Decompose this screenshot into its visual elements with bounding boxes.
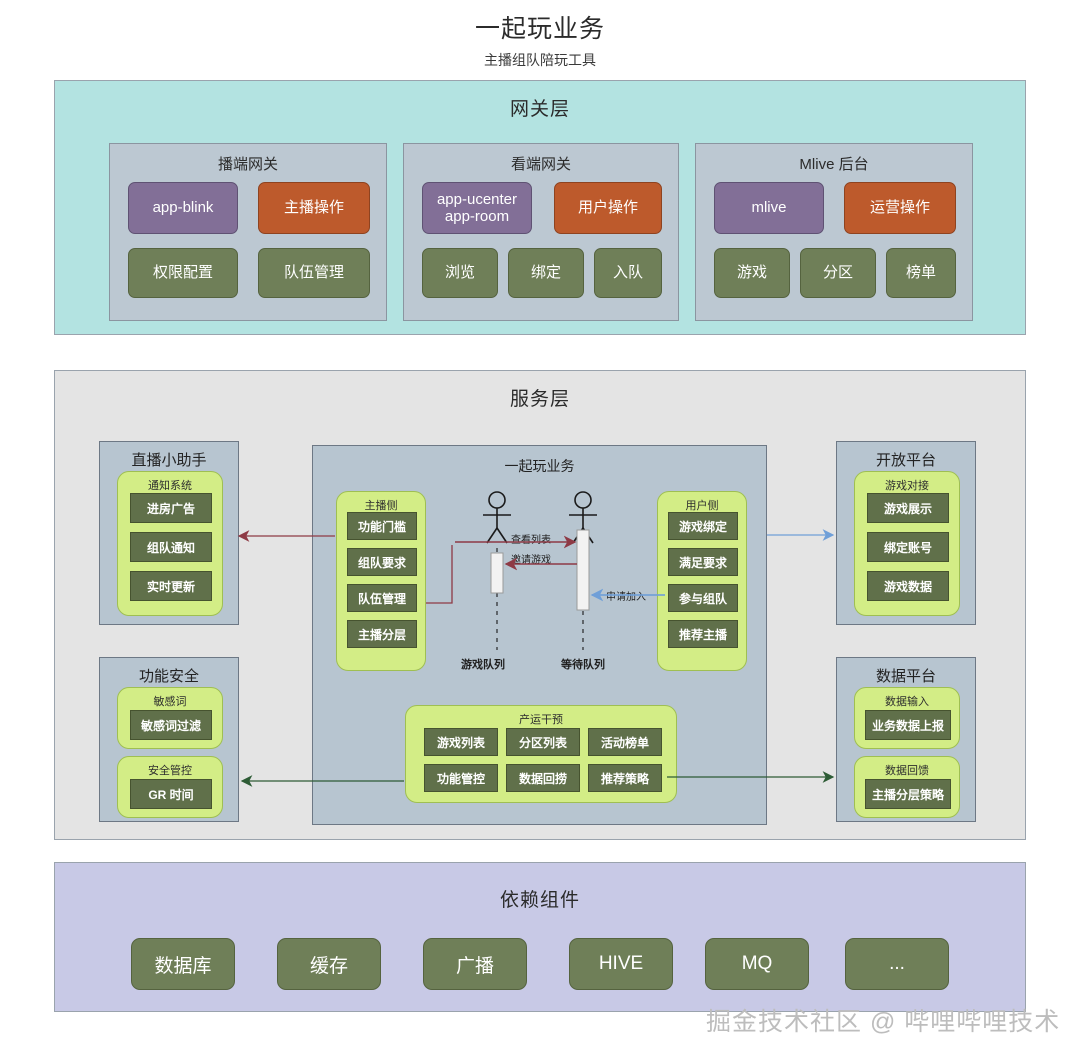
panel-data-platform: 数据平台 数据输入 业务数据上报 数据回馈 主播分层策略	[836, 657, 976, 822]
group-title: 产运干预	[519, 714, 563, 726]
leaf-team-notice[interactable]: 组队通知	[130, 532, 212, 562]
chip-app-ucenter-room[interactable]: app-ucenter app-room	[422, 182, 532, 234]
group-title: 数据回馈	[885, 765, 929, 777]
dep-chip-hive[interactable]: HIVE	[569, 938, 673, 990]
gateway-layer: 网关层 播端网关 app-blink 主播操作 权限配置 队伍管理 看端网关 a…	[54, 80, 1026, 335]
gateway-group-broadcaster: 播端网关 app-blink 主播操作 权限配置 队伍管理	[109, 143, 387, 321]
panel-live-assistant: 直播小助手 通知系统 进房广告 组队通知 实时更新	[99, 441, 239, 625]
sequence-actor-label-wait-queue: 等待队列	[561, 659, 605, 671]
watermark: 掘金技术社区 @ 哔哩哔哩技术	[706, 1008, 1061, 1036]
group-anchor-side: 主播侧 功能门槛 组队要求 队伍管理 主播分层	[336, 491, 426, 671]
panel-title: 开放平台	[875, 452, 936, 469]
dep-chip-broadcast[interactable]: 广播	[423, 938, 527, 990]
leaf-realtime-update[interactable]: 实时更新	[130, 571, 212, 601]
chip-anchor-ops[interactable]: 主播操作	[258, 182, 370, 234]
leaf-feature-threshold[interactable]: 功能门槛	[347, 512, 417, 540]
leaf-game-list[interactable]: 游戏列表	[424, 728, 498, 756]
gateway-group-title: Mlive 后台	[799, 156, 869, 173]
dependency-layer-title: 依赖组件	[499, 890, 580, 911]
chip-user-ops[interactable]: 用户操作	[554, 182, 662, 234]
chip-app-blink[interactable]: app-blink	[128, 182, 238, 234]
leaf-sensitive-word-filter[interactable]: 敏感词过滤	[130, 710, 212, 740]
dep-chip-cache[interactable]: 缓存	[277, 938, 381, 990]
sequence-message-invite-game: 邀请游戏	[511, 555, 551, 566]
dep-chip-database[interactable]: 数据库	[131, 938, 235, 990]
chip-operation-ops[interactable]: 运营操作	[844, 182, 956, 234]
leaf-anchor-tier-strategy[interactable]: 主播分层策略	[865, 779, 951, 809]
leaf-activity-rank[interactable]: 活动榜单	[588, 728, 662, 756]
leaf-enter-room-ad[interactable]: 进房广告	[130, 493, 212, 523]
leaf-anchor-tiering[interactable]: 主播分层	[347, 620, 417, 648]
leaf-game-binding[interactable]: 游戏绑定	[668, 512, 738, 540]
sequence-message-view-list: 查看列表	[511, 535, 551, 546]
chip-bind[interactable]: 绑定	[508, 248, 584, 298]
leaf-partition-list[interactable]: 分区列表	[506, 728, 580, 756]
group-title: 主播侧	[364, 500, 398, 512]
leaf-recommend-anchor[interactable]: 推荐主播	[668, 620, 738, 648]
group-data-input: 数据输入 业务数据上报	[854, 687, 960, 749]
gateway-group-viewer: 看端网关 app-ucenter app-room 用户操作 浏览 绑定 入队	[403, 143, 679, 321]
leaf-meet-requirement[interactable]: 满足要求	[668, 548, 738, 576]
group-user-side: 用户侧 游戏绑定 满足要求 参与组队 推荐主播	[657, 491, 747, 671]
leaf-recommend-strategy[interactable]: 推荐策略	[588, 764, 662, 792]
group-data-feedback: 数据回馈 主播分层策略	[854, 756, 960, 818]
dep-chip-more[interactable]: ...	[845, 938, 949, 990]
leaf-game-display[interactable]: 游戏展示	[867, 493, 949, 523]
gateway-group-mlive: Mlive 后台 mlive 运营操作 游戏 分区 榜单	[695, 143, 973, 321]
group-sensitive-word: 敏感词 敏感词过滤	[117, 687, 223, 749]
sequence-message-apply-join: 申请加入	[606, 592, 646, 603]
chip-mlive[interactable]: mlive	[714, 182, 824, 234]
group-game-integration: 游戏对接 游戏展示 绑定账号 游戏数据	[854, 471, 960, 616]
leaf-gr-time[interactable]: GR 时间	[130, 779, 212, 809]
page-title: 一起玩业务	[474, 15, 605, 43]
sequence-actor-label-game-queue: 游戏队列	[461, 659, 505, 671]
panel-title: 功能安全	[138, 668, 199, 685]
group-notification-system: 通知系统 进房广告 组队通知 实时更新	[117, 471, 223, 616]
gateway-layer-title: 网关层	[509, 99, 570, 120]
gateway-group-title: 看端网关	[510, 156, 571, 173]
chip-permission-config[interactable]: 权限配置	[128, 248, 238, 298]
chip-join-queue[interactable]: 入队	[594, 248, 662, 298]
chip-line-1: app-ucenter	[436, 190, 518, 208]
gateway-group-title: 播端网关	[217, 156, 278, 173]
group-title: 敏感词	[153, 696, 187, 708]
chip-leaderboard[interactable]: 榜单	[886, 248, 956, 298]
leaf-bind-account[interactable]: 绑定账号	[867, 532, 949, 562]
leaf-business-data-report[interactable]: 业务数据上报	[865, 710, 951, 740]
chip-line-2: app-room	[444, 208, 510, 225]
leaf-join-team[interactable]: 参与组队	[668, 584, 738, 612]
leaf-feature-control[interactable]: 功能管控	[424, 764, 498, 792]
group-operation-intervention: 产运干预 游戏列表 分区列表 活动榜单 功能管控 数据回捞 推荐策略	[405, 705, 677, 803]
panel-open-platform: 开放平台 游戏对接 游戏展示 绑定账号 游戏数据	[836, 441, 976, 625]
chip-team-manage[interactable]: 队伍管理	[258, 248, 370, 298]
panel-title: 直播小助手	[131, 452, 207, 469]
panel-title: 一起玩业务	[504, 458, 575, 474]
service-layer-title: 服务层	[509, 389, 570, 410]
leaf-data-recovery[interactable]: 数据回捞	[506, 764, 580, 792]
leaf-team-requirement[interactable]: 组队要求	[347, 548, 417, 576]
panel-play-together-business: 一起玩业务 主播侧 功能门槛 组队要求 队伍管理 主播分层 用户侧 游戏绑定 满…	[312, 445, 767, 825]
panel-feature-security: 功能安全 敏感词 敏感词过滤 安全管控 GR 时间	[99, 657, 239, 822]
panel-title: 数据平台	[875, 668, 936, 685]
chip-browse[interactable]: 浏览	[422, 248, 498, 298]
group-security-control: 安全管控 GR 时间	[117, 756, 223, 818]
group-title: 游戏对接	[885, 480, 929, 492]
page-subtitle: 主播组队陪玩工具	[484, 52, 596, 69]
diagram-header: 一起玩业务 主播组队陪玩工具	[0, 0, 1080, 70]
dependency-layer: 依赖组件 数据库 缓存 广播 HIVE MQ ...	[54, 862, 1026, 1012]
leaf-game-data[interactable]: 游戏数据	[867, 571, 949, 601]
chip-game[interactable]: 游戏	[714, 248, 790, 298]
group-title: 用户侧	[685, 500, 719, 512]
leaf-team-management[interactable]: 队伍管理	[347, 584, 417, 612]
dep-chip-mq[interactable]: MQ	[705, 938, 809, 990]
group-title: 数据输入	[885, 696, 929, 708]
group-title: 通知系统	[148, 480, 192, 492]
chip-partition[interactable]: 分区	[800, 248, 876, 298]
group-title: 安全管控	[148, 765, 192, 777]
